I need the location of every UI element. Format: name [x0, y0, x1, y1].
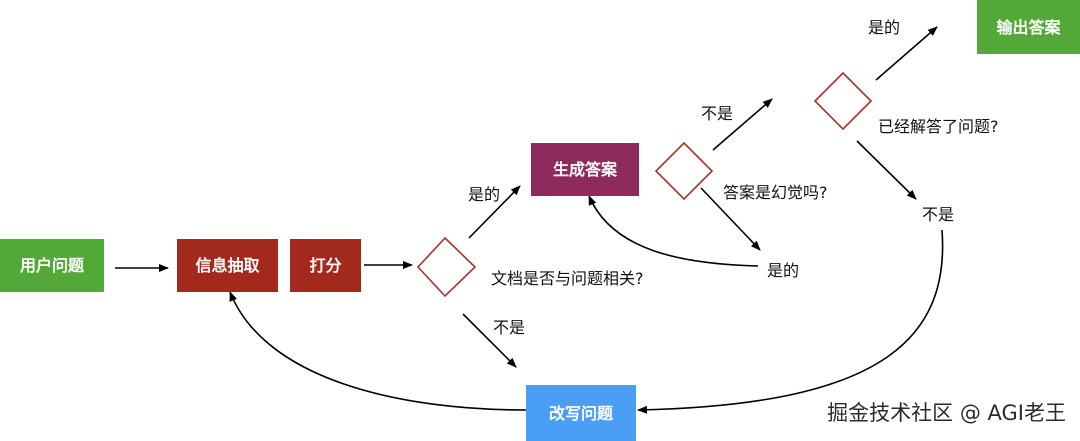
label-hallucination: 答案是幻觉吗?	[723, 183, 828, 202]
edge-label-answered-no: 不是	[922, 205, 954, 224]
arrow-answered-yes	[875, 26, 938, 81]
arrow-relevant-yes	[468, 185, 521, 239]
edge-label-hallucination-yes: 是的	[767, 261, 799, 280]
decision-doc-relevant-diamond	[416, 236, 477, 298]
arrow-regenerate-loop	[588, 195, 759, 267]
arrow-not-answered-to-rewrite	[637, 229, 944, 414]
node-info-extract: 信息抽取	[177, 239, 278, 292]
arrow-answered-no	[856, 140, 917, 200]
decision-answered-diamond	[813, 71, 873, 131]
edge-label-hallucination-no: 不是	[701, 104, 733, 123]
svg-text:输出答案: 输出答案	[996, 18, 1061, 37]
arrow-rewrite-to-extract	[229, 291, 527, 411]
watermark-text: 掘金技术社区 @ AGI老王	[827, 401, 1066, 425]
decision-hallucination-diamond	[654, 141, 714, 201]
node-user-question: 用户问题	[0, 239, 104, 292]
arrow-hallucination-no	[712, 98, 773, 151]
arrow-relevant-no	[462, 313, 517, 368]
node-score: 打分	[290, 239, 361, 292]
arrow-hallucination-yes	[700, 187, 761, 251]
edge-label-relevant-yes: 是的	[468, 185, 500, 204]
label-doc-relevant: 文档是否与问题相关?	[491, 269, 644, 288]
edge-label-answered-yes: 是的	[868, 18, 900, 37]
svg-text:信息抽取: 信息抽取	[195, 256, 259, 275]
svg-text:改写问题: 改写问题	[549, 404, 614, 423]
node-rewrite-question: 改写问题	[526, 385, 636, 441]
svg-text:生成答案: 生成答案	[553, 160, 618, 179]
svg-text:用户问题: 用户问题	[20, 256, 85, 275]
node-output-answer: 输出答案	[977, 0, 1080, 54]
edge-label-relevant-no: 不是	[493, 318, 525, 337]
label-answered: 已经解答了问题?	[878, 117, 999, 136]
svg-text:打分: 打分	[309, 256, 341, 275]
node-generate-answer: 生成答案	[531, 143, 639, 196]
